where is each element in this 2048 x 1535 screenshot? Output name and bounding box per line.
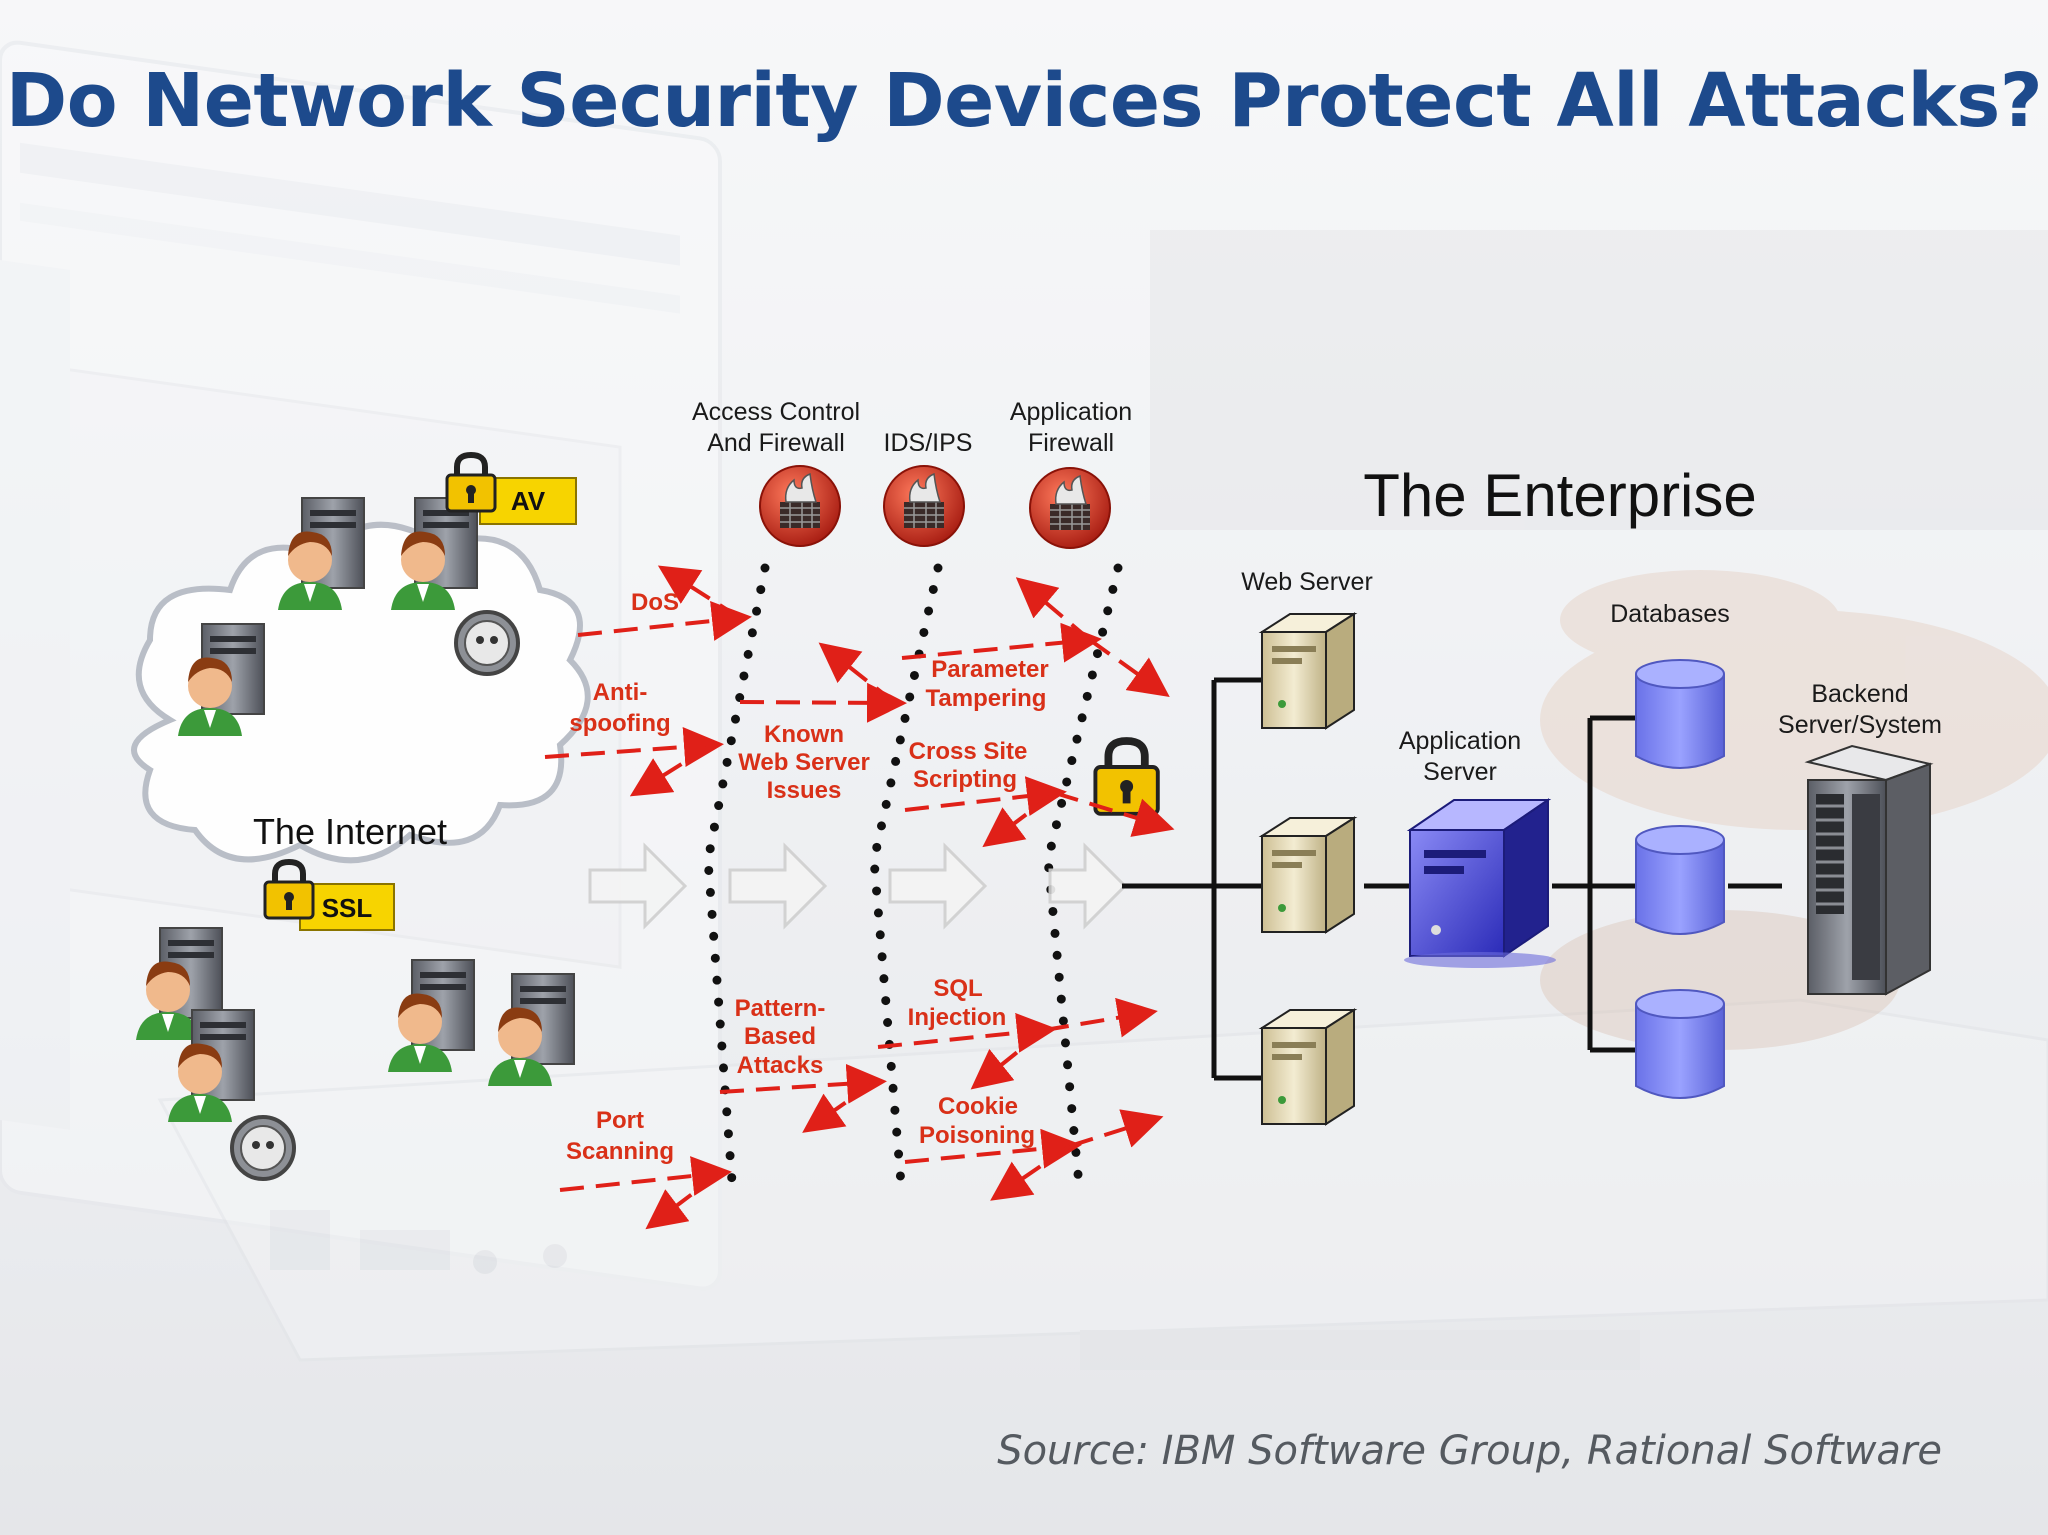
attack-labels: DoS Anti- spoofing Port Scanning Known W… — [566, 589, 1049, 1165]
firewall-icon — [1029, 467, 1111, 549]
database-icon — [1635, 989, 1725, 1099]
svg-text:AV: AV — [511, 486, 546, 516]
av-tag: AV — [447, 455, 577, 525]
network-connections — [1122, 677, 1782, 1081]
backend-label: Backend — [1811, 680, 1908, 708]
virus-skull-icon — [454, 610, 520, 676]
attack-port-scanning: Scanning — [566, 1138, 674, 1165]
attack-anti-spoofing: spoofing — [569, 710, 670, 737]
app-server-icon — [1404, 798, 1556, 968]
ssl-tag: SSL — [265, 862, 395, 931]
database-icon — [1635, 659, 1725, 769]
enterprise-title: The Enterprise — [1363, 462, 1757, 529]
app-firewall-label: Firewall — [1028, 429, 1114, 457]
app-firewall-label: Application — [1010, 398, 1132, 426]
virus-skull-icon — [230, 1115, 296, 1181]
attack-cookie-poisoning: Poisoning — [919, 1122, 1035, 1149]
attack-arrows — [544, 565, 1175, 1230]
security-layer-headers: Access Control And Firewall IDS/IPS Appl… — [692, 398, 1158, 814]
lock-icon — [265, 862, 313, 918]
internet-cloud: The Internet — [131, 521, 591, 864]
attack-sql-injection: SQL — [933, 975, 982, 1002]
firewall-icon — [883, 465, 965, 547]
user-icon — [387, 959, 475, 1073]
web-server-icon — [1261, 817, 1355, 933]
app-firewall-barrier — [1043, 563, 1123, 1200]
attack-sql-injection: Injection — [908, 1004, 1007, 1031]
access-control-label: And Firewall — [707, 429, 845, 457]
internet-label: The Internet — [253, 811, 447, 852]
access-control-label: Access Control — [692, 398, 860, 426]
backend-label: Server/System — [1778, 711, 1942, 739]
slide-title: Do Network Security Devices Protect All … — [5, 58, 2043, 144]
attack-parameter-tampering: Tampering — [926, 685, 1047, 712]
web-server-icon — [1261, 613, 1355, 729]
traffic-arrows — [588, 842, 1128, 930]
enterprise: The Enterprise Web Server Databases Appl… — [1122, 462, 1942, 1125]
app-server-label: Application — [1399, 727, 1521, 755]
attack-cross-site-scripting: Cross Site — [909, 738, 1028, 765]
web-server-icon — [1261, 1009, 1355, 1125]
firewall-icon — [759, 465, 841, 547]
attack-cross-site-scripting: Scripting — [913, 766, 1017, 793]
database-icon — [1635, 825, 1725, 935]
databases-label: Databases — [1610, 600, 1730, 628]
backend-server-icon — [1804, 744, 1934, 996]
app-server-label: Server — [1423, 758, 1497, 786]
attack-anti-spoofing: Anti- — [593, 679, 648, 706]
source-citation: Source: IBM Software Group, Rational Sof… — [997, 1428, 1942, 1474]
attack-known-web-server-issues: Issues — [767, 777, 842, 804]
attack-dos: DoS — [631, 589, 679, 616]
attack-parameter-tampering: Parameter — [931, 656, 1048, 683]
svg-text:SSL: SSL — [322, 893, 373, 923]
attack-pattern-based: Pattern- — [735, 995, 826, 1022]
ids-ips-label: IDS/IPS — [884, 429, 973, 457]
attack-port-scanning: Port — [596, 1107, 644, 1134]
attack-pattern-based: Attacks — [737, 1052, 824, 1079]
security-barriers — [703, 563, 1123, 1200]
attack-known-web-server-issues: Web Server — [738, 749, 870, 776]
user-icon — [487, 973, 575, 1087]
lock-icon — [447, 455, 495, 511]
web-server-label: Web Server — [1241, 568, 1373, 596]
lock-icon — [1095, 741, 1157, 814]
attack-pattern-based: Based — [744, 1023, 816, 1050]
internet-users — [135, 497, 575, 1181]
attack-known-web-server-issues: Known — [764, 721, 844, 748]
attack-cookie-poisoning: Cookie — [938, 1093, 1018, 1120]
